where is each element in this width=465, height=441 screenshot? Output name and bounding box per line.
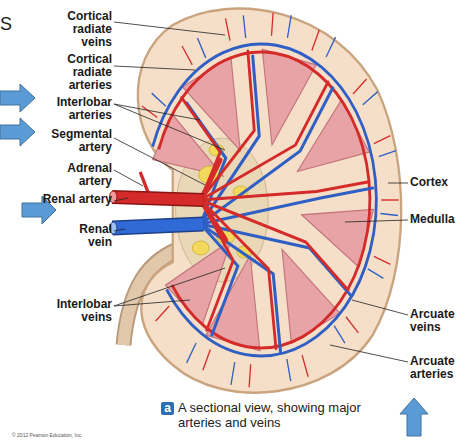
kidney [110, 0, 417, 401]
renal-vein-outline [112, 224, 203, 228]
interlobar-arteries-vessel [182, 51, 369, 349]
copyright-note: © 2012 Pearson Education, Inc. [12, 432, 132, 438]
figure-caption: A sectional view, showing major arteries… [178, 400, 388, 430]
interlobar-veins-vessel [187, 56, 373, 353]
renal-vein-vessel [112, 224, 203, 228]
part-label: Renal artery [40, 193, 112, 206]
part-label: Arcuate veins [410, 308, 465, 334]
part-label: Medulla [410, 213, 465, 226]
pointer-arrows [0, 84, 428, 436]
panel-letter: a [161, 402, 174, 415]
segmental-artery-vessel [201, 160, 226, 240]
part-label: Segmental artery [40, 128, 112, 154]
renal-artery-vessel [112, 197, 203, 200]
part-label: Cortex [410, 176, 465, 189]
part-label: Adrenal artery [40, 162, 112, 188]
corner-letter: S [0, 14, 24, 34]
part-label: Interlobar veins [40, 298, 112, 324]
part-label: Cortical radiate arteries [40, 53, 112, 92]
part-label: Interlobar arteries [40, 96, 112, 122]
leader-lines [114, 22, 408, 362]
renal-artery-outline [112, 197, 203, 200]
part-label: Cortical radiate veins [40, 10, 112, 49]
part-label: Renal vein [57, 223, 112, 249]
part-label: Arcuate arteries [410, 355, 465, 381]
